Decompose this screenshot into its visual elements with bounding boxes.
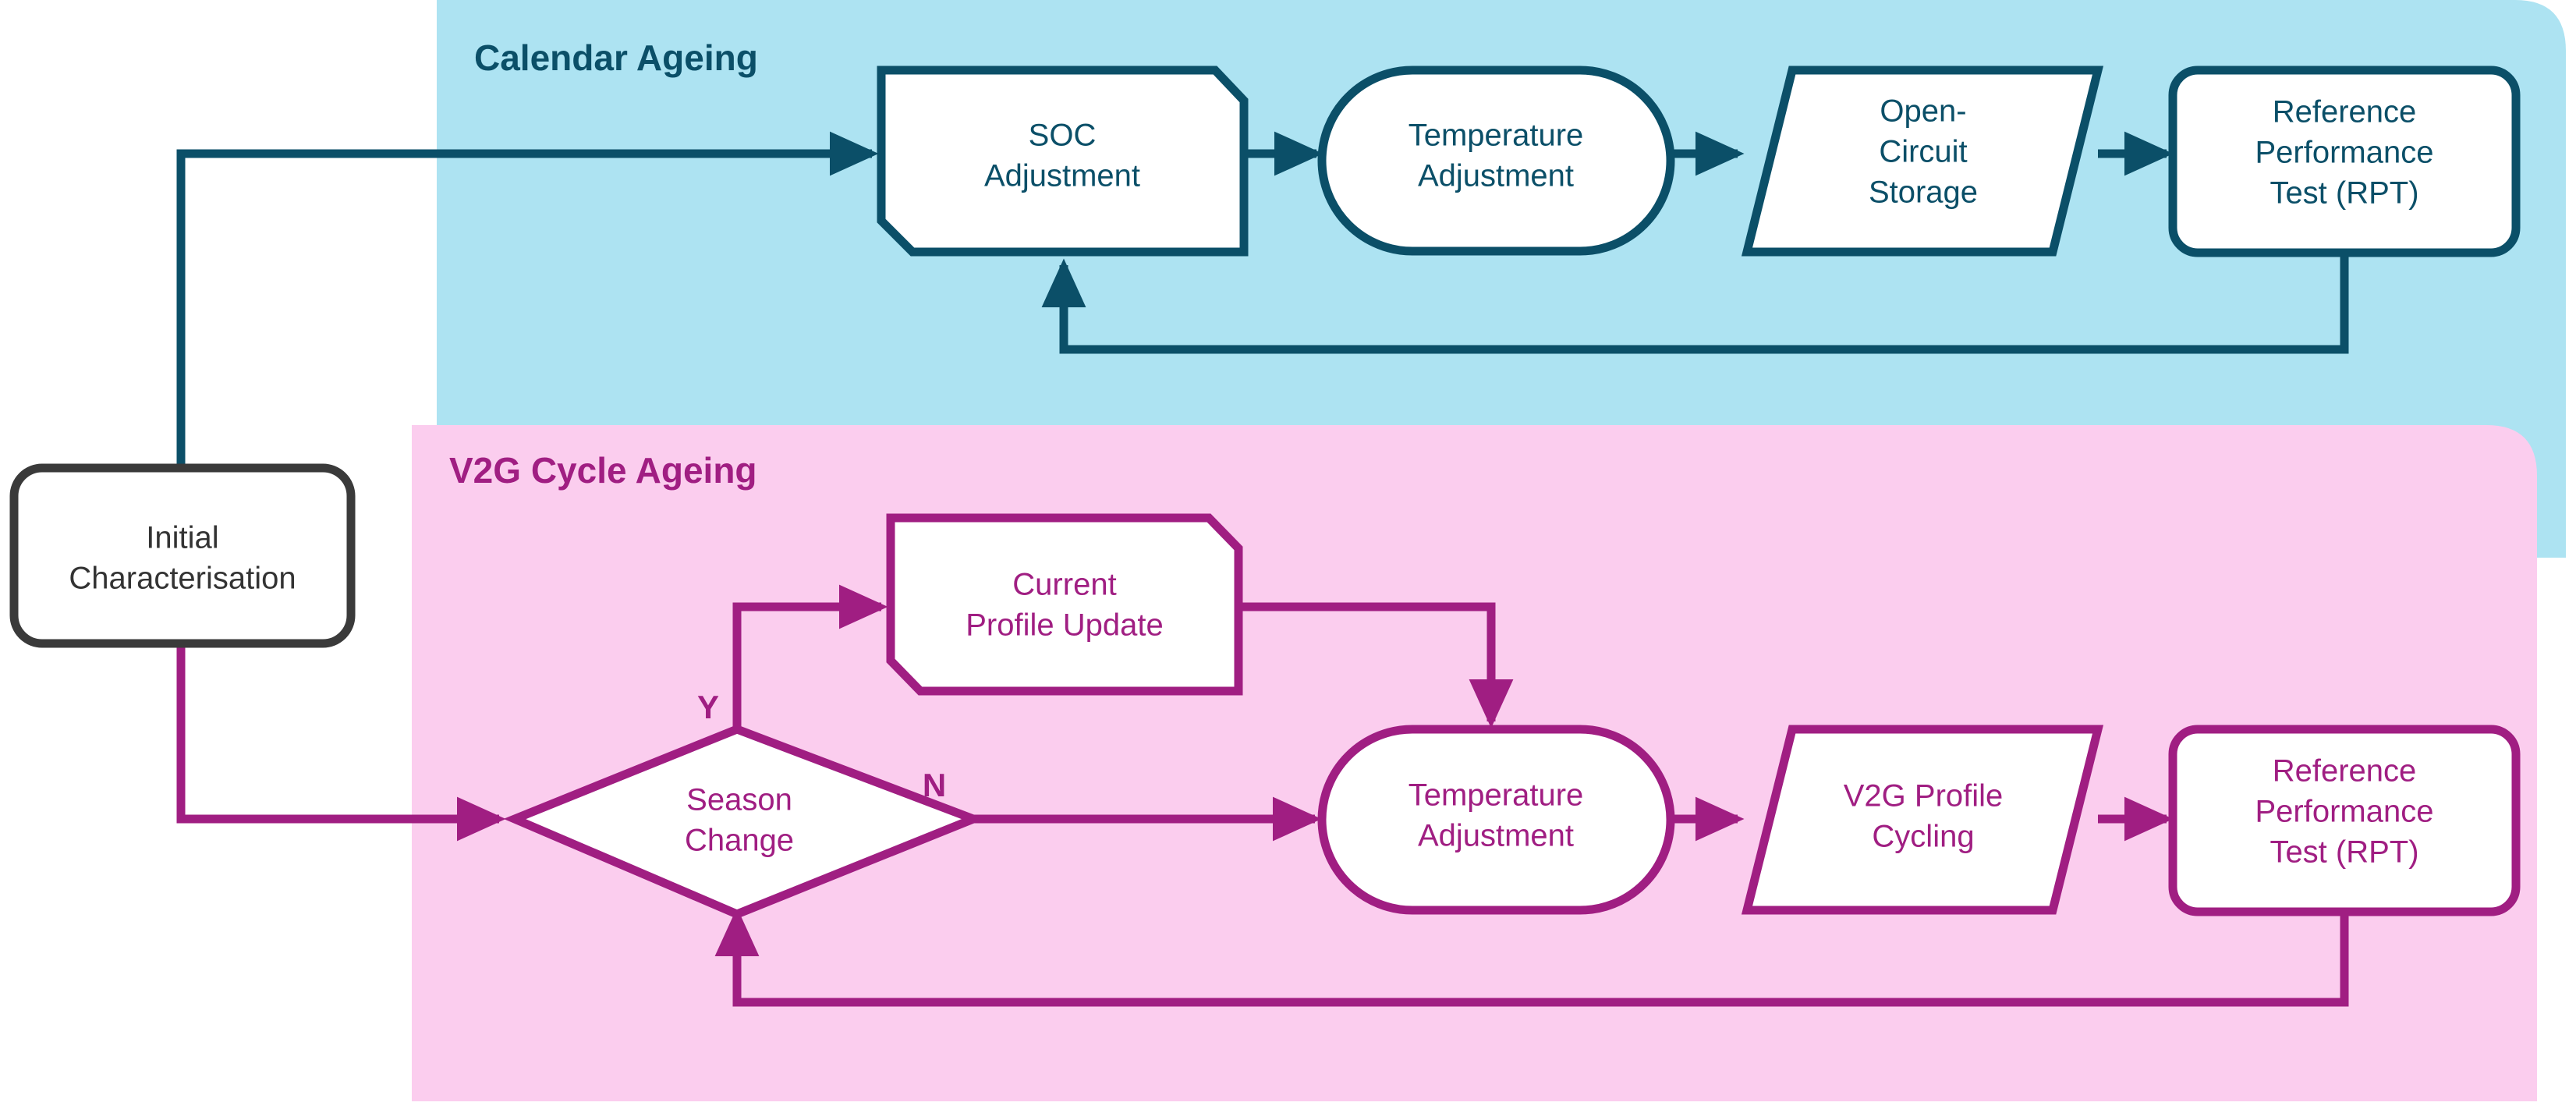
season-change-label-line2: Change [685, 824, 794, 858]
soc-adjustment-label-line2: Adjustment [984, 159, 1140, 193]
temperature-adjustment-v2g-label-line2: Adjustment [1418, 819, 1574, 853]
soc-adjustment-shape [877, 66, 1249, 257]
node-soc-adjustment[interactable]: SOC Adjustment [877, 66, 1249, 257]
open-circuit-storage-label-line2: Circuit [1879, 135, 1967, 169]
rpt-calendar-label-line1: Reference [2273, 95, 2417, 129]
node-open-circuit-storage[interactable]: Open- Circuit Storage [1741, 66, 2104, 257]
edge-rpt-feedback-to-season-change [714, 907, 2349, 1007]
temperature-adjustment-v2g-label-line1: Temperature [1408, 778, 1584, 813]
edge-initial-to-season-change [176, 643, 506, 842]
temperature-adjustment-calendar-shape [1317, 66, 1675, 256]
season-change-shape [503, 725, 986, 919]
initial-characterisation-label-line2: Characterisation [69, 562, 296, 596]
v2g-profile-cycling-shape [1741, 725, 2104, 915]
open-circuit-storage-label-line1: Open- [1880, 94, 1966, 129]
initial-characterisation-label-line1: Initial [146, 521, 218, 555]
edge-rpt-feedback-to-soc [1041, 252, 2349, 354]
rpt-calendar-label-line2: Performance [2255, 136, 2434, 170]
branch-label-no: N [923, 767, 946, 803]
edge-season-change-yes-to-current-profile [732, 584, 888, 733]
temperature-adjustment-v2g-shape [1317, 725, 1675, 915]
soc-adjustment-label-line1: SOC [1029, 119, 1097, 153]
current-profile-update-label-line2: Profile Update [966, 608, 1163, 643]
node-temperature-adjustment-v2g[interactable]: Temperature Adjustment [1317, 725, 1675, 915]
open-circuit-storage-shape [1741, 66, 2104, 257]
node-v2g-profile-cycling[interactable]: V2G Profile Cycling [1741, 725, 2104, 915]
temperature-adjustment-calendar-label-line2: Adjustment [1418, 159, 1574, 193]
node-initial-characterisation[interactable]: Initial Characterisation [9, 463, 356, 648]
v2g-profile-cycling-label-line2: Cycling [1872, 820, 1974, 854]
node-reference-performance-test-v2g[interactable]: Reference Performance Test (RPT) [2168, 725, 2521, 916]
calendar-edges [176, 131, 2349, 468]
node-current-profile-update[interactable]: Current Profile Update [886, 513, 1243, 696]
current-profile-update-shape [886, 513, 1243, 696]
season-change-label-line1: Season [686, 783, 792, 817]
open-circuit-storage-label-line3: Storage [1869, 175, 1978, 210]
current-profile-update-label-line1: Current [1012, 568, 1116, 602]
rpt-calendar-label-line3: Test (RPT) [2270, 176, 2418, 211]
v2g-edges [176, 584, 2349, 1007]
rpt-v2g-label-line2: Performance [2255, 795, 2434, 829]
reference-performance-test-calendar-shape [2168, 66, 2521, 257]
edge-current-profile-to-temperature [1238, 602, 1514, 728]
v2g-profile-cycling-label-line1: V2G Profile [1844, 779, 2004, 813]
edge-initial-to-soc [176, 131, 879, 468]
node-reference-performance-test-calendar[interactable]: Reference Performance Test (RPT) [2168, 66, 2521, 257]
rpt-v2g-label-line1: Reference [2273, 754, 2417, 789]
v2g-panel-title: V2G Cycle Ageing [449, 450, 757, 491]
reference-performance-test-v2g-shape [2168, 725, 2521, 916]
initial-characterisation-shape [9, 463, 356, 648]
node-temperature-adjustment-calendar[interactable]: Temperature Adjustment [1317, 66, 1675, 256]
branch-label-yes: Y [697, 689, 719, 725]
node-season-change[interactable]: Season Change [503, 725, 986, 919]
calendar-panel-title: Calendar Ageing [474, 37, 758, 78]
temperature-adjustment-calendar-label-line1: Temperature [1408, 119, 1584, 153]
rpt-v2g-label-line3: Test (RPT) [2270, 835, 2418, 870]
